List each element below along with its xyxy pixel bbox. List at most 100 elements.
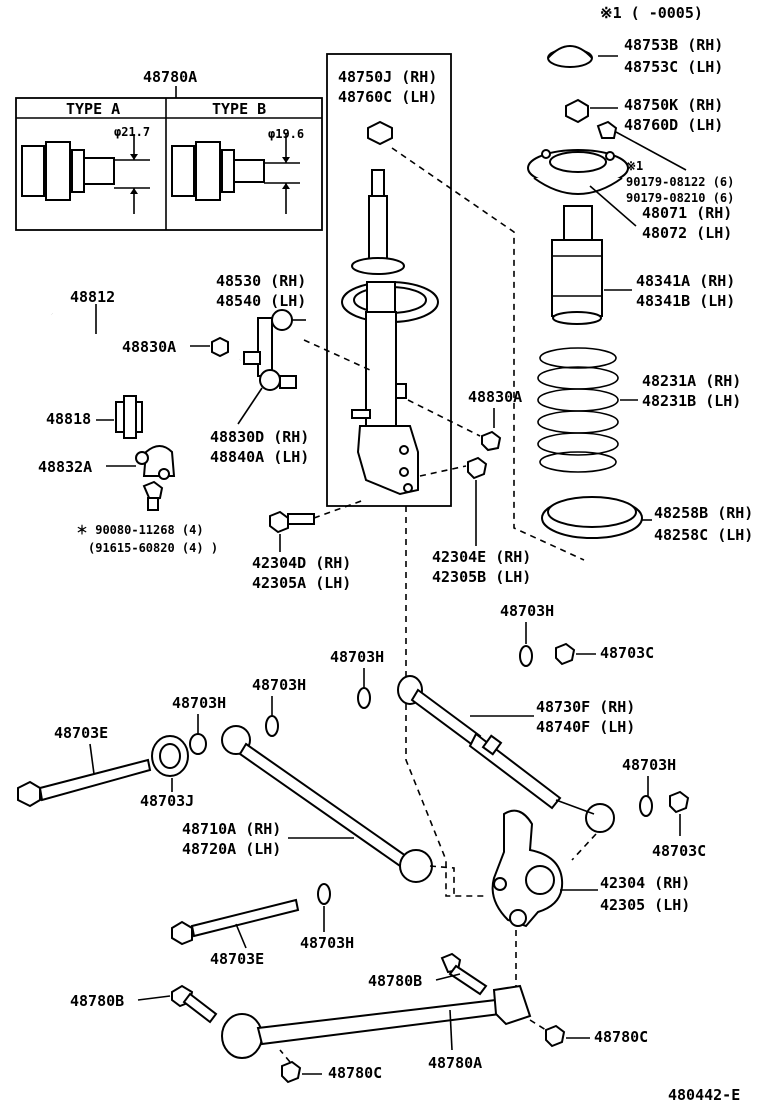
svg-text:48753C (LH): 48753C (LH) (624, 58, 723, 76)
dashed-guide-48780c-2 (529, 1019, 547, 1031)
bushing-48818 (115, 395, 143, 439)
washer-48703h-1 (519, 645, 533, 667)
svg-text:48780B: 48780B (70, 992, 124, 1010)
svg-text:42304D (RH): 42304D (RH) (252, 554, 351, 572)
svg-text:48072 (LH): 48072 (LH) (642, 224, 732, 242)
callout-48703e-1: 48703E (54, 724, 108, 775)
bolt-90080 (142, 480, 164, 511)
svg-text:48341A (RH): 48341A (RH) (636, 272, 735, 290)
callout-48703h-1: 48703H (500, 602, 554, 644)
callout-48830d: 48830D (RH) 48840A (LH) (210, 387, 309, 466)
callout-48703h-4: 48703H (252, 676, 306, 716)
callout-48750j: 48750J (RH) 48760C (LH) (338, 68, 437, 106)
svg-text:42305 (LH): 42305 (LH) (600, 896, 690, 914)
svg-text:48760C (LH): 48760C (LH) (338, 88, 437, 106)
dashed-guide-arm (429, 865, 455, 896)
inset-title: 48780A (143, 68, 197, 86)
callout-48703h-5: 48703H (622, 756, 676, 798)
svg-text:48760D (LH): 48760D (LH) (624, 116, 723, 134)
callout-48750k: 48750K (RH) 48760D (LH) (590, 96, 723, 134)
shock-absorber-box (326, 53, 452, 507)
svg-text:48258B (RH): 48258B (RH) (654, 504, 753, 522)
svg-text:42304E (RH): 42304E (RH) (432, 548, 531, 566)
type-a-label: TYPE A (66, 100, 120, 118)
svg-text:48780A: 48780A (428, 1054, 482, 1072)
callout-48341: 48341A (RH) 48341B (LH) (604, 272, 735, 310)
dashed-guide-48780c-1 (279, 1049, 291, 1063)
nut-42304e (467, 456, 488, 480)
callout-48818: 48818 (46, 410, 114, 428)
dashed-guide-link (303, 339, 371, 371)
header-note: ※1 ( -0005) (600, 4, 703, 22)
callout-48780b-1: 48780B (70, 992, 171, 1010)
nut-48703c-2 (669, 790, 690, 814)
bolt-48780b-2 (440, 952, 488, 996)
bolt-42304d (269, 499, 365, 534)
callout-48780c-2: 48780C (566, 1028, 648, 1046)
trailing-arm-48780a (221, 984, 532, 1059)
washer-48703h-2 (357, 687, 371, 709)
callout-48530: 48530 (RH) 48540 (LH) (216, 272, 306, 310)
svg-text:48818: 48818 (46, 410, 91, 428)
svg-text:48703H: 48703H (172, 694, 226, 712)
insulator-48258 (541, 496, 643, 539)
nut-48830a-1 (211, 336, 229, 358)
callout-48780c-1: 48780C (302, 1064, 382, 1082)
svg-text:48703H: 48703H (252, 676, 306, 694)
svg-text:※1: ※1 (626, 159, 643, 173)
bushing-type-b (171, 134, 300, 214)
bolt-48703e-2 (171, 898, 300, 946)
callout-48258: 48258B (RH) 48258C (LH) (642, 504, 753, 544)
dashed-guide-nut (407, 399, 481, 437)
arm-48710a (221, 725, 433, 883)
callout-48071: 48071 (RH) 48072 (LH) (589, 185, 732, 242)
diagram-id: 480442-E (668, 1086, 740, 1104)
nut-48780c-2 (545, 1024, 566, 1048)
callout-48703h-3: 48703H (172, 694, 226, 736)
callout-48703j: 48703J (140, 778, 194, 810)
svg-text:48830A: 48830A (468, 388, 522, 406)
svg-text:48840A (LH): 48840A (LH) (210, 448, 309, 466)
arm-48730f (397, 675, 615, 833)
callout-48730f: 48730F (RH) 48740F (LH) (470, 698, 635, 736)
svg-text:48231B (LH): 48231B (LH) (642, 392, 741, 410)
coil-spring-48231 (537, 347, 619, 473)
svg-text:48703H: 48703H (622, 756, 676, 774)
type-a-dim: φ21.7 (114, 125, 150, 139)
svg-text:48710A (RH): 48710A (RH) (182, 820, 281, 838)
link-48530 (243, 309, 306, 391)
svg-text:48258C (LH): 48258C (LH) (654, 526, 753, 544)
svg-text:(91615-60820 (4) ): (91615-60820 (4) ) (88, 541, 218, 555)
nut-48830a-2 (481, 430, 502, 452)
callout-42304d: 42304D (RH) 42305A (LH) (252, 534, 351, 592)
type-b-label: TYPE B (212, 100, 266, 118)
svg-text:48832A: 48832A (38, 458, 92, 476)
callout-48832a: 48832A (38, 458, 136, 476)
bumper-48341 (551, 205, 603, 325)
callout-48830a-2: 48830A (468, 388, 522, 428)
shock-absorber (341, 120, 439, 496)
svg-text:48703J: 48703J (140, 792, 194, 810)
callout-48710a: 48710A (RH) 48720A (LH) (182, 820, 354, 858)
svg-text:90179-08122 (6): 90179-08122 (6) (626, 175, 734, 189)
washer-48703h-4 (265, 715, 279, 737)
svg-text:48703H: 48703H (300, 934, 354, 952)
type-b-dim: φ19.6 (268, 127, 304, 141)
callout-48231: 48231A (RH) 48231B (LH) (620, 372, 741, 410)
nut-90179 (596, 120, 618, 139)
svg-text:48703H: 48703H (500, 602, 554, 620)
callout-48780a: 48780A (428, 1009, 482, 1072)
washer-48703h-5 (639, 795, 653, 817)
svg-text:48740F (LH): 48740F (LH) (536, 718, 635, 736)
bushing-48703j (151, 735, 189, 777)
callout-42304e: 42304E (RH) 42305B (LH) (432, 480, 531, 586)
callout-48753: 48753B (RH) 48753C (LH) (598, 36, 723, 76)
svg-text:48830D (RH): 48830D (RH) (210, 428, 309, 446)
bracket-48832a (135, 445, 176, 480)
inset-type-box: 48780A TYPE A TYPE B φ21.7 (15, 68, 323, 231)
svg-text:48812: 48812 (70, 288, 115, 306)
svg-text:48703H: 48703H (330, 648, 384, 666)
svg-text:48780C: 48780C (328, 1064, 382, 1082)
svg-text:42304 (RH): 42304 (RH) (600, 874, 690, 892)
